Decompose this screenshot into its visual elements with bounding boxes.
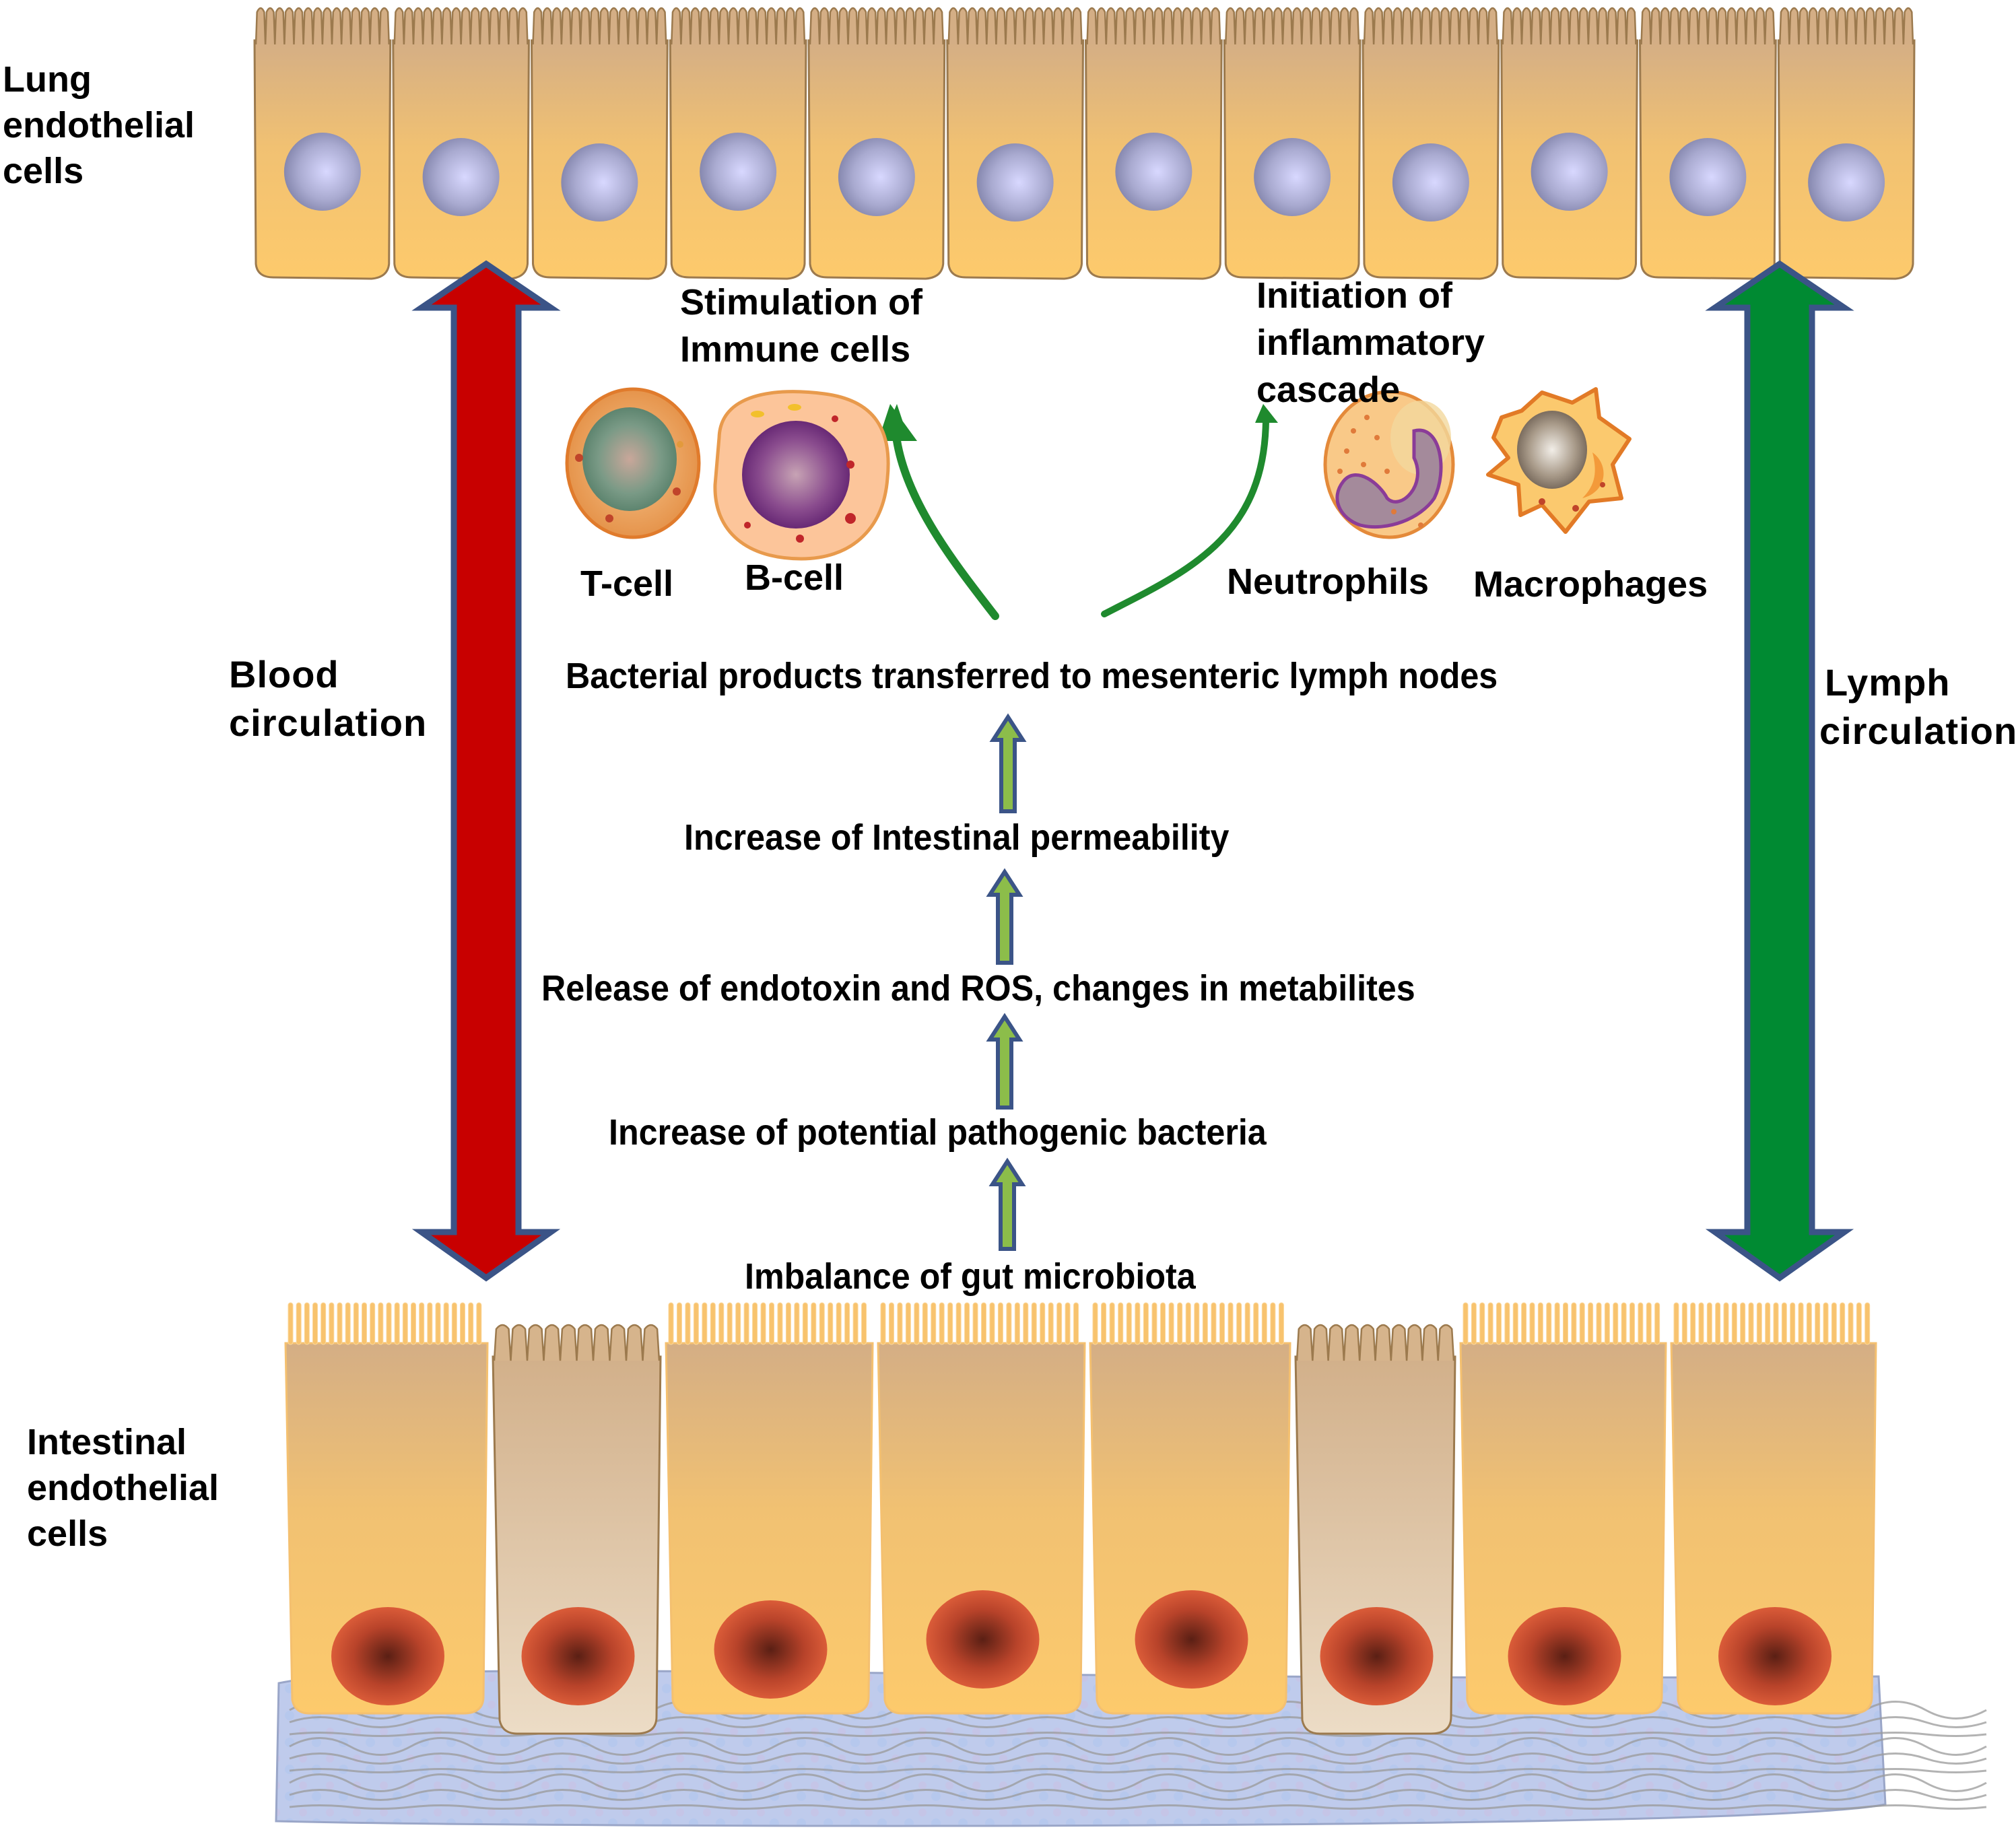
lung-cell xyxy=(530,7,669,280)
macrophages-label: Macrophages xyxy=(1473,564,1708,605)
lung-cell-nucleus xyxy=(1808,143,1885,222)
intestinal-cell-nucleus xyxy=(1135,1590,1248,1689)
goblet-cell xyxy=(492,1324,662,1735)
b-cell-illustration xyxy=(713,390,890,561)
t-cell-label: T-cell xyxy=(580,564,674,604)
curved-arrow-to-immune-cells xyxy=(878,404,999,620)
enterocyte xyxy=(1459,1302,1667,1715)
step-intestinal-permeability: Increase of Intestinal permeability xyxy=(684,817,1230,858)
pathway-step-arrows xyxy=(986,713,1027,1251)
lung-cell-nucleus xyxy=(422,138,500,216)
step-endotoxin-ros: Release of endotoxin and ROS, changes in… xyxy=(541,968,1415,1009)
b-cell-label: B-cell xyxy=(745,557,844,598)
lung-cell-nucleus xyxy=(283,133,361,211)
intestinal-cells-label-line-1: Intestinal xyxy=(27,1422,187,1462)
step-bacterial-products: Bacterial products transferred to mesent… xyxy=(566,656,1498,696)
enterocyte xyxy=(665,1302,874,1715)
blood-circulation-line-2: circulation xyxy=(229,702,428,744)
lung-cell-nucleus xyxy=(838,138,915,216)
lung-cell xyxy=(1777,7,1916,280)
intestinal-cell-nucleus xyxy=(1508,1607,1621,1705)
initiation-inflammatory-cascade-label: Initiation of inflammatory cascade xyxy=(1256,272,1485,413)
stimulation-line-2: Immune cells xyxy=(680,329,911,370)
lung-cell xyxy=(1362,7,1500,280)
intestinal-cells-label-line-2: endothelial xyxy=(27,1468,220,1508)
lung-cell-nucleus xyxy=(700,133,777,211)
initiation-line-1: Initiation of xyxy=(1256,275,1452,316)
lung-cell-nucleus xyxy=(976,143,1054,222)
intestinal-cell-nucleus xyxy=(331,1607,444,1705)
lymph-circulation-label: Lymph circulation xyxy=(1819,658,2016,755)
initiation-line-2: inflammatory xyxy=(1256,322,1485,363)
lung-epithelium xyxy=(253,7,1916,280)
intestinal-cells-label-line-3: cells xyxy=(27,1513,108,1554)
curved-arrow-to-inflammatory-cascade xyxy=(1101,404,1278,617)
step-up-arrow xyxy=(988,1157,1026,1251)
t-cell-illustration xyxy=(565,387,701,539)
blood-circulation-line-1: Blood xyxy=(229,653,339,695)
step-up-arrow xyxy=(986,1013,1023,1110)
lung-cell-nucleus xyxy=(1669,138,1747,216)
lung-cell xyxy=(1500,7,1639,280)
intestinal-cells-label: Intestinal endothelial cells xyxy=(27,1419,219,1557)
enterocyte xyxy=(877,1302,1086,1715)
intestinal-cell-nucleus xyxy=(521,1607,635,1705)
lung-cell xyxy=(1223,7,1362,280)
blood-circulation-arrow xyxy=(411,260,561,1282)
lung-cell xyxy=(946,7,1085,280)
lung-cell xyxy=(392,7,531,280)
lung-cell xyxy=(669,7,807,280)
lung-cells-label-line-1: Lung xyxy=(3,59,92,100)
intestinal-cell-nucleus xyxy=(1320,1607,1434,1705)
neutrophil-illustration xyxy=(1323,390,1455,539)
intestinal-cell-nucleus xyxy=(714,1600,828,1699)
lung-cell-nucleus xyxy=(1254,138,1331,216)
lung-cell xyxy=(807,7,946,280)
enterocyte xyxy=(1670,1302,1877,1715)
lung-cells-label: Lung endothelial cells xyxy=(3,57,195,194)
lung-cell-nucleus xyxy=(561,143,638,222)
initiation-line-3: cascade xyxy=(1256,370,1401,410)
stimulation-line-1: Stimulation of xyxy=(680,282,922,322)
neutrophils-label: Neutrophils xyxy=(1227,561,1430,602)
lung-cell-nucleus xyxy=(1531,133,1608,211)
stimulation-immune-cells-label: Stimulation of Immune cells xyxy=(680,279,922,373)
lung-cell-nucleus xyxy=(1115,133,1192,211)
lymph-circulation-line-2: circulation xyxy=(1819,710,2016,752)
lung-cells-label-line-3: cells xyxy=(3,151,84,191)
blood-circulation-label: Blood circulation xyxy=(229,650,427,747)
lymph-circulation-line-1: Lymph xyxy=(1825,661,1951,704)
lung-cell xyxy=(1638,7,1777,280)
intestinal-epithelium xyxy=(275,1302,1987,1827)
goblet-cell xyxy=(1294,1324,1456,1735)
lung-cell-nucleus xyxy=(1392,143,1469,222)
lung-cells-label-line-2: endothelial xyxy=(3,105,195,145)
step-imbalance-gut-microbiota: Imbalance of gut microbiota xyxy=(745,1256,1196,1297)
intestinal-cell-nucleus xyxy=(926,1590,1040,1689)
enterocyte xyxy=(284,1302,489,1715)
macrophage-illustration xyxy=(1486,387,1632,534)
lung-cell xyxy=(1084,7,1223,280)
step-up-arrow xyxy=(986,868,1023,965)
step-pathogenic-bacteria: Increase of potential pathogenic bacteri… xyxy=(609,1112,1267,1153)
intestinal-cell-nucleus xyxy=(1718,1607,1832,1705)
enterocyte xyxy=(1089,1302,1291,1715)
step-up-arrow xyxy=(989,713,1027,813)
lung-cell xyxy=(253,7,392,280)
lymph-circulation-arrow xyxy=(1705,260,1854,1282)
